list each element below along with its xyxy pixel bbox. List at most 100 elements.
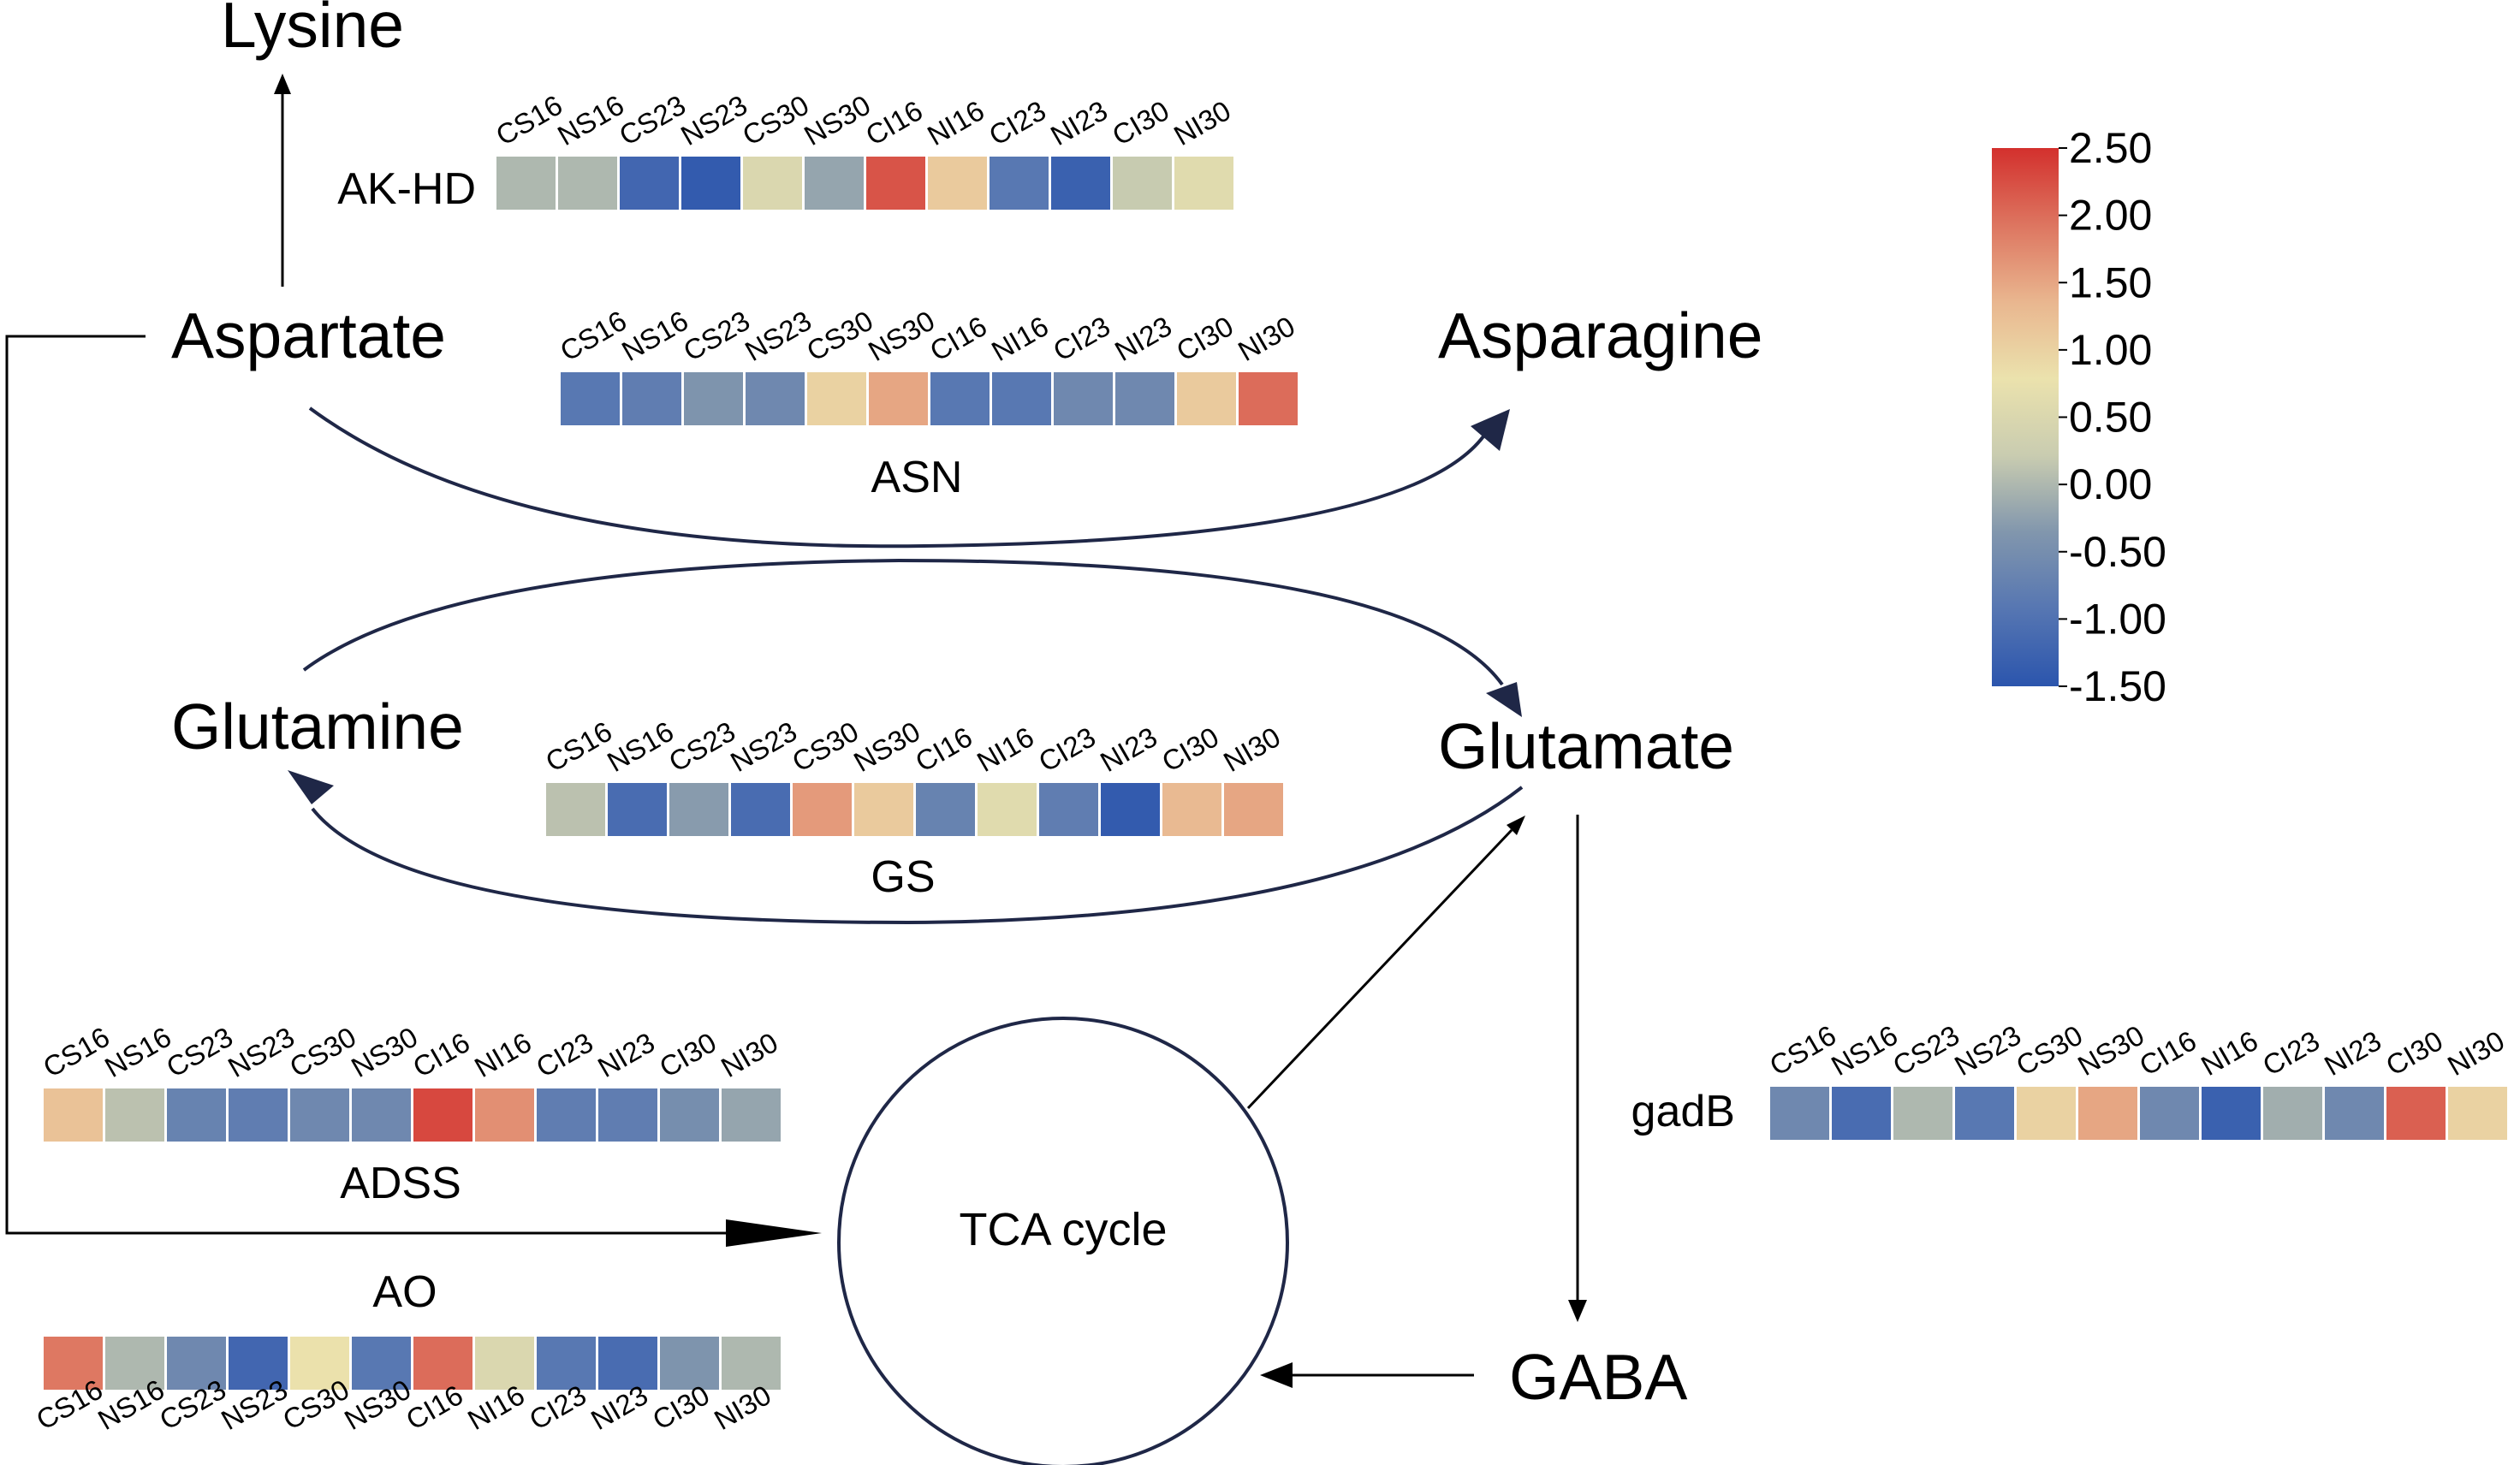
colorbar-tick-label: 1.50: [2069, 258, 2152, 306]
heatmap-cell: [558, 157, 617, 210]
colorbar-tick-label: 0.00: [2069, 460, 2152, 508]
heatmap-cell: [1177, 372, 1236, 425]
heatmap-cell: [2263, 1087, 2322, 1140]
heatmap-sample-label: CI23: [2257, 1024, 2325, 1082]
heatmap-cell: [2017, 1087, 2076, 1140]
node-aspartate: Aspartate: [171, 300, 446, 371]
colorbar-tick-label: 2.50: [2069, 124, 2152, 172]
heatmap-sample-label: NI16: [469, 1026, 537, 1083]
heatmap-sample-label: CS16: [1764, 1019, 1841, 1082]
heatmap-sample-label: CI30: [2380, 1024, 2448, 1082]
heatmap-sample-label: CS30: [2011, 1019, 2088, 1082]
heatmap-sample-label: CI16: [2134, 1024, 2202, 1082]
heatmap-cell: [805, 157, 864, 210]
heatmap-cell: [546, 783, 605, 836]
heatmap-cell: [413, 1088, 472, 1142]
colorbar-legend: 2.502.001.501.000.500.00-0.50-1.00-1.50: [1992, 124, 2166, 710]
heatmap-sample-label: NS30: [346, 1021, 423, 1083]
heatmap-sample-label: CI23: [984, 94, 1051, 151]
heatmap-cell: [537, 1337, 596, 1390]
heatmap-sample-label: NS16: [616, 305, 693, 367]
heatmap-cell: [475, 1337, 534, 1390]
heatmap-sample-label: NS23: [1949, 1019, 2026, 1082]
heatmap-cell: [916, 783, 975, 836]
heatmap-cell: [2202, 1087, 2261, 1140]
arrowhead-gaba: [1568, 1300, 1587, 1322]
heatmap-cell: [1162, 783, 1221, 836]
heatmap-cell: [681, 157, 740, 210]
heatmap-sample-label: CS30: [787, 715, 864, 778]
heatmap-sample-label: NI30: [1168, 94, 1236, 151]
heatmap-cell: [44, 1337, 103, 1390]
heatmap-cell: [793, 783, 852, 836]
heatmap-cell: [743, 157, 802, 210]
node-asparagine: Asparagine: [1438, 300, 1762, 371]
heatmap-label: AO: [372, 1267, 437, 1317]
arrowhead-asparagine: [1471, 409, 1510, 451]
heatmap-cell: [1115, 372, 1174, 425]
heatmap-cell: [866, 157, 925, 210]
heatmap-cell: [608, 783, 667, 836]
heatmap-sample-label: NS23: [223, 1021, 300, 1083]
heatmap-sample-label: NI23: [2319, 1024, 2386, 1082]
heatmap-cell: [990, 157, 1049, 210]
heatmap-adss: ADSS CS16NS16CS23NS23CS30NS30CI16NI16CI2…: [38, 1021, 783, 1208]
heatmap-sample-label: CI30: [1171, 310, 1239, 367]
heatmap-cell: [167, 1337, 226, 1390]
heatmap-sample-label: CI30: [654, 1026, 722, 1083]
heatmap-sample-label: CS23: [161, 1021, 238, 1083]
heatmap-cell: [854, 783, 913, 836]
arrowhead-glutamate: [1486, 682, 1522, 717]
heatmap-label: AK-HD: [337, 164, 476, 214]
heatmap-sample-label: CS23: [1887, 1019, 1964, 1082]
heatmap-sample-label: NI30: [1218, 721, 1286, 778]
heatmap-cell: [807, 372, 866, 425]
heatmap-cell: [44, 1088, 103, 1142]
heatmap-cell: [660, 1337, 719, 1390]
heatmap-cell: [2140, 1087, 2199, 1140]
heatmap-cell: [2078, 1087, 2137, 1140]
heatmap-cell: [1101, 783, 1160, 836]
heatmap-cell: [598, 1337, 657, 1390]
heatmap-label: ASN: [871, 453, 963, 502]
colorbar-tick-label: 1.00: [2069, 326, 2152, 374]
heatmap-cell: [105, 1337, 164, 1390]
colorbar-tick-label: 0.50: [2069, 394, 2152, 442]
tca-to-glutamate-line: [1246, 828, 1513, 1110]
heatmap-sample-label: CS23: [678, 305, 755, 367]
heatmap-sample-label: CI16: [910, 721, 978, 778]
heatmap-cell: [598, 1088, 657, 1142]
heatmap-cell: [722, 1337, 781, 1390]
heatmap-sample-label: NS16: [1826, 1019, 1903, 1082]
heatmap-cell: [167, 1088, 226, 1142]
heatmap-cell: [669, 783, 728, 836]
heatmap-sample-label: NI16: [2196, 1024, 2263, 1082]
arrowhead-tca-from-gaba: [1260, 1362, 1293, 1388]
heatmap-sample-label: CI30: [1156, 721, 1224, 778]
heatmap-cell: [352, 1088, 411, 1142]
heatmap-sample-label: NS30: [799, 89, 876, 151]
heatmap-cell: [1832, 1087, 1891, 1140]
heatmap-cell: [105, 1088, 164, 1142]
heatmap-sample-label: CS23: [614, 89, 691, 151]
heatmap-sample-label: NI23: [592, 1026, 660, 1083]
heatmap-sample-label: NS16: [602, 715, 679, 778]
heatmap-ao: AO CS16NS16CS23NS23CS30NS30CI16NI16CI23N…: [31, 1267, 781, 1436]
heatmap-gadb: gadB CS16NS16CS23NS23CS30NS30CI16NI16CI2…: [1631, 1019, 2510, 1140]
heatmap-cell: [2386, 1087, 2446, 1140]
colorbar-tick-label: -0.50: [2069, 528, 2166, 576]
heatmap-sample-label: CI16: [924, 310, 992, 367]
heatmap-cell: [1955, 1087, 2014, 1140]
heatmap-label: gadB: [1631, 1087, 1735, 1136]
heatmap-sample-label: CS16: [38, 1021, 115, 1083]
colorbar-tick-label: 2.00: [2069, 192, 2152, 240]
colorbar-tick-label: -1.00: [2069, 595, 2166, 643]
heatmap-cell: [290, 1337, 349, 1390]
heatmap-cell: [1054, 372, 1113, 425]
heatmap-sample-label: NI23: [1095, 721, 1162, 778]
glutamine-to-glutamate-curve: [302, 558, 1504, 686]
heatmap-cell: [992, 372, 1051, 425]
arrowhead-tca-left: [726, 1219, 822, 1247]
heatmap-sample-label: CI30: [1107, 94, 1174, 151]
